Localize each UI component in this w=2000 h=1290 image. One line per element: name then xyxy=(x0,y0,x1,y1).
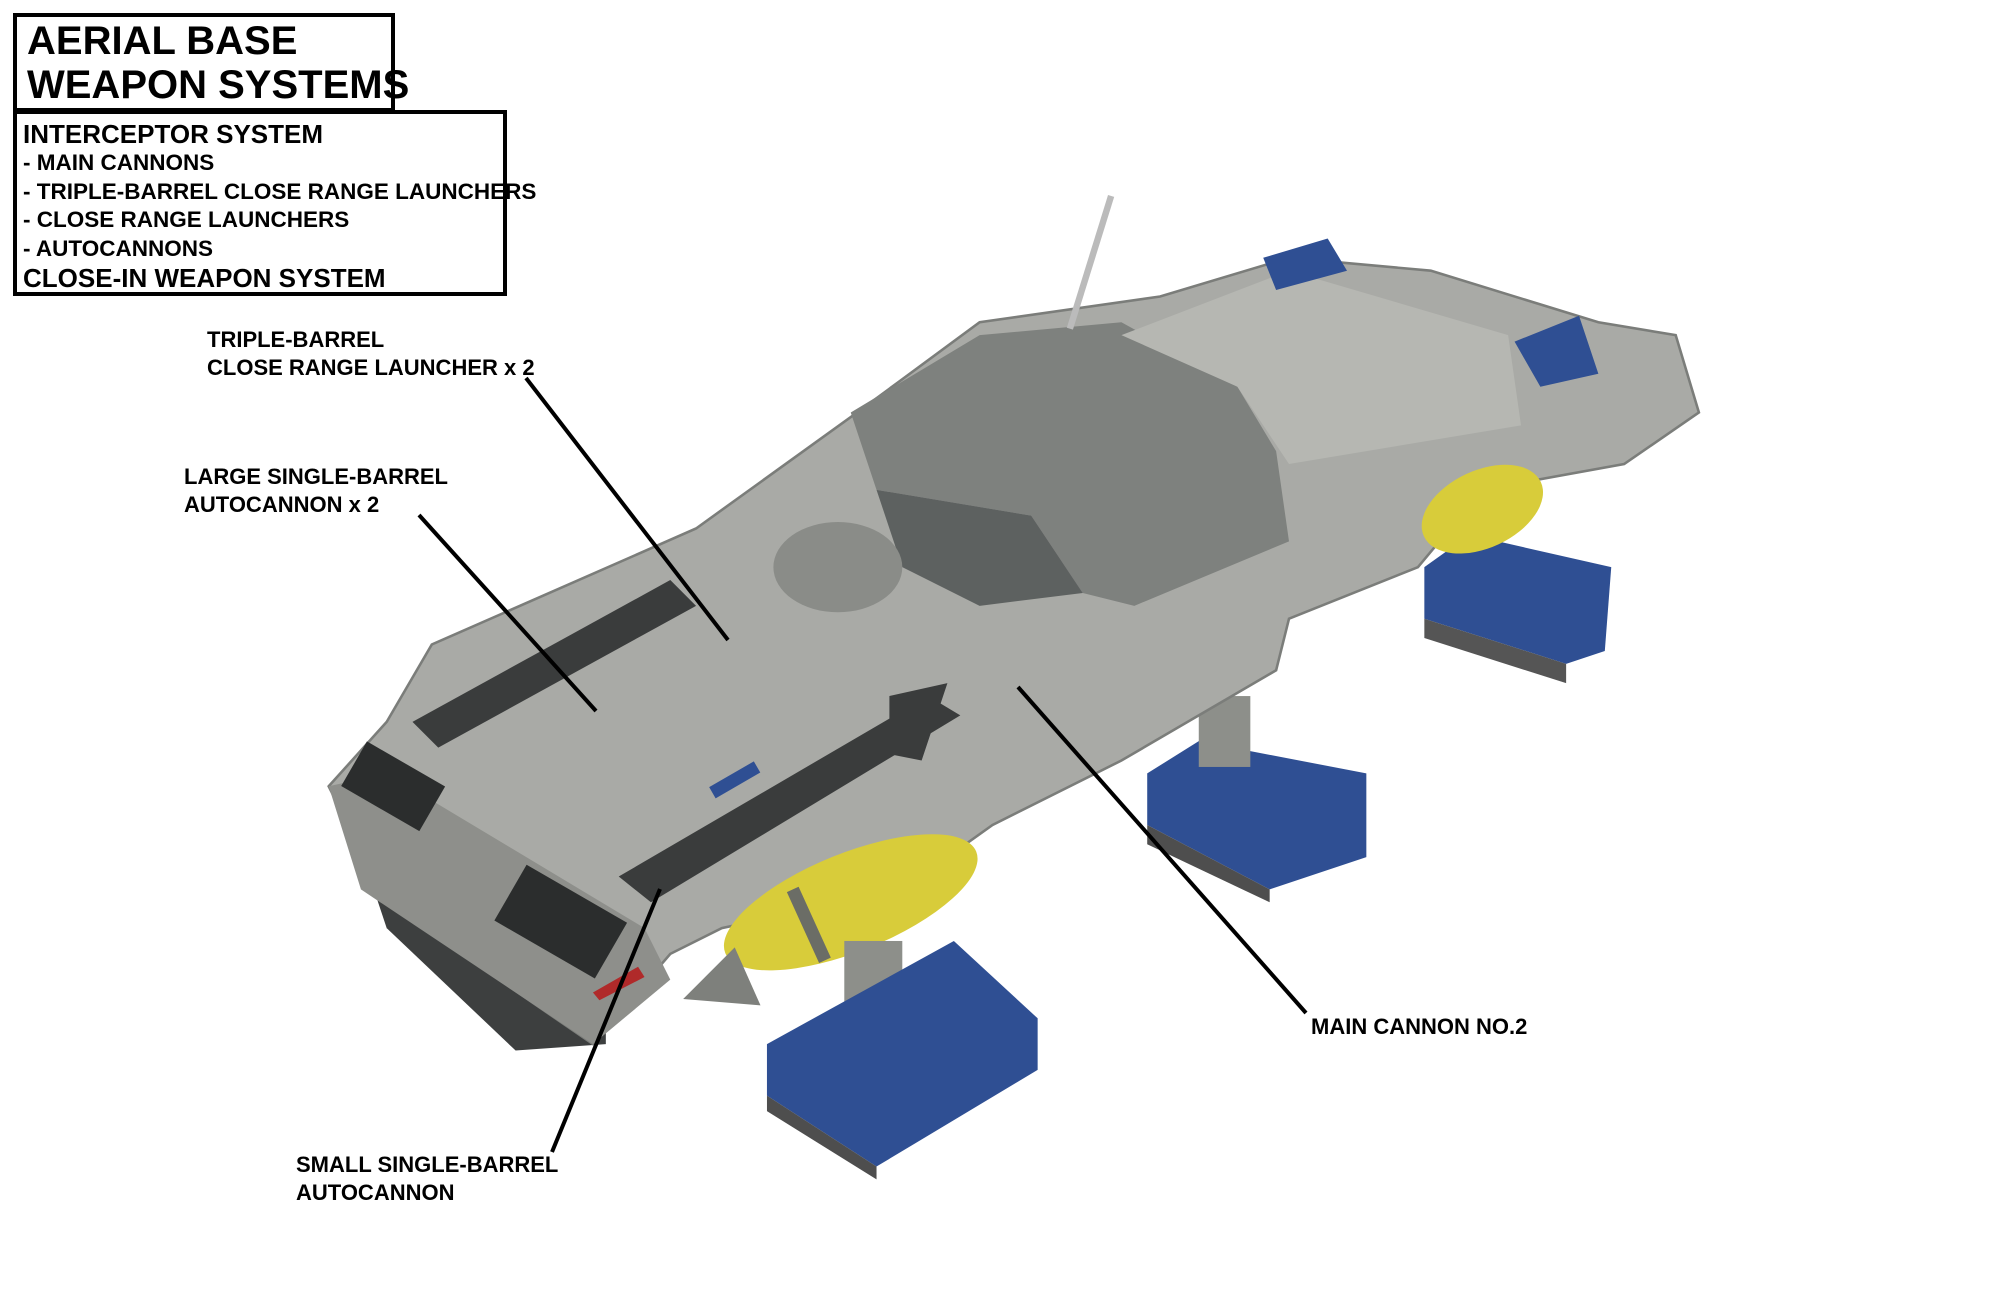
weapon-systems-list: INTERCEPTOR SYSTEM - MAIN CANNONS - TRIP… xyxy=(13,110,537,296)
title-line-1: AERIAL BASE xyxy=(27,19,298,63)
callout-line: SMALL SINGLE-BARREL xyxy=(296,1152,559,1177)
leader-line-main-cannon xyxy=(1016,685,1308,1015)
landing-pod-rear-right xyxy=(1424,534,1612,684)
callout-large-autocannon: LARGE SINGLE-BARREL AUTOCANNON x 2 xyxy=(184,463,448,519)
callout-triple-barrel: TRIPLE-BARREL CLOSE RANGE LAUNCHER x 2 xyxy=(207,326,535,382)
ciws-heading: CLOSE-IN WEAPON SYSTEM xyxy=(23,263,386,293)
superstructure xyxy=(850,322,1289,606)
top-pod-right xyxy=(1514,315,1599,387)
title-line-2: WEAPON SYSTEMS xyxy=(27,63,410,107)
callout-line: LARGE SINGLE-BARREL xyxy=(184,464,448,489)
top-pod-left xyxy=(1263,238,1348,291)
title-box: AERIAL BASE WEAPON SYSTEMS xyxy=(13,13,410,112)
landing-pod-front xyxy=(766,940,1038,1180)
interceptor-heading: INTERCEPTOR SYSTEM xyxy=(23,119,324,149)
fuel-tank-front xyxy=(683,834,978,1006)
leader-line-small-autocannon xyxy=(550,888,662,1153)
runway-right xyxy=(618,696,961,903)
callout-main-cannon: MAIN CANNON NO.2 xyxy=(1311,1013,1527,1041)
list-item: - CLOSE RANGE LAUNCHERS xyxy=(23,207,350,232)
callout-small-autocannon: SMALL SINGLE-BARREL AUTOCANNON xyxy=(296,1151,558,1207)
list-item: - MAIN CANNONS xyxy=(23,150,215,175)
callout-line: MAIN CANNON NO.2 xyxy=(1311,1014,1528,1039)
red-stripe xyxy=(592,966,645,1001)
hull-front-face xyxy=(328,773,671,1045)
antenna xyxy=(1066,194,1115,330)
leader-line-triple-barrel xyxy=(524,376,730,642)
list-item: - AUTOCANNONS xyxy=(23,235,213,261)
list-item: - TRIPLE-BARREL CLOSE RANGE LAUNCHERS xyxy=(23,178,537,204)
callout-line: AUTOCANNON x 2 xyxy=(184,492,380,517)
callout-line: CLOSE RANGE LAUNCHER x 2 xyxy=(207,355,535,380)
callout-line: TRIPLE-BARREL xyxy=(207,327,385,352)
fuel-tank-rear xyxy=(1421,464,1544,554)
callout-line: AUTOCANNON xyxy=(296,1180,455,1205)
leader-line-large-autocannon xyxy=(417,513,598,713)
